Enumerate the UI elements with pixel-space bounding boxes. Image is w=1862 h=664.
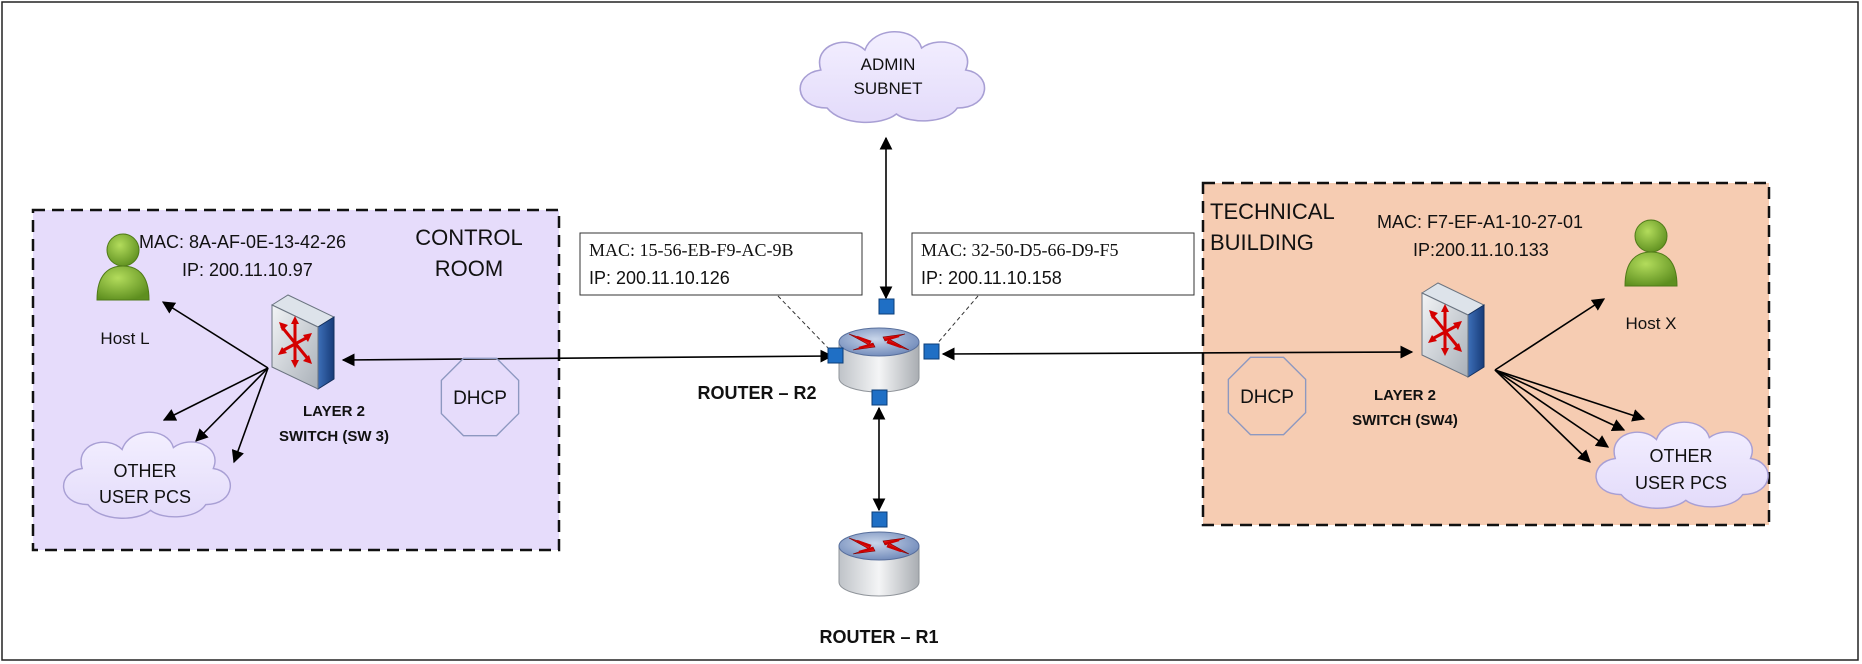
link-sw4-pc2 <box>1494 369 1626 431</box>
admin-subnet-label-2: SUBNET <box>854 79 923 98</box>
switch-sw3-label-1: LAYER 2 <box>303 403 365 420</box>
link-sw3-pc3 <box>231 367 269 464</box>
technical-other-pcs-label-2: USER PCS <box>1635 473 1727 493</box>
r2-left-interface-box <box>579 232 863 296</box>
router-r2 <box>837 326 921 394</box>
dhcp-sw4-label: DHCP <box>1240 387 1294 408</box>
technical-other-pcs-label-1: OTHER <box>1650 446 1713 466</box>
link-sw3-hostl <box>161 301 269 369</box>
switch-sw4-label-2: SWITCH (SW4) <box>1352 412 1458 429</box>
r2-right-ip: IP: 200.11.10.158 <box>921 268 1062 288</box>
r2-right-interface-box <box>911 232 1195 296</box>
switch-sw4-label-1: LAYER 2 <box>1374 387 1436 404</box>
link-r2-sw4 <box>941 345 1414 361</box>
r2-right-mac: MAC: 32-50-D5-66-D9-F5 <box>921 240 1119 260</box>
control-room-other-pcs-label-1: OTHER <box>114 461 177 481</box>
host-l-ip: IP: 200.11.10.97 <box>182 260 313 280</box>
host-l-mac: MAC: 8A-AF-0E-13-42-26 <box>139 232 346 252</box>
r2-port-left <box>827 347 844 364</box>
link-sw3-pc1 <box>162 367 269 421</box>
r1-port-top <box>871 511 888 528</box>
r2-port-right <box>923 343 940 360</box>
technical-building-label-2: BUILDING <box>1210 230 1314 255</box>
admin-subnet-cloud <box>799 30 986 124</box>
admin-subnet-label-1: ADMIN <box>861 55 916 74</box>
r2-port-top <box>878 298 895 315</box>
router-r1 <box>837 530 921 598</box>
switch-sw3-label-2: SWITCH (SW 3) <box>279 428 389 445</box>
connections <box>161 136 1646 512</box>
r2-port-bottom <box>871 389 888 406</box>
host-x-mac: MAC: F7-EF-A1-10-27-01 <box>1377 212 1583 232</box>
r2-left-mac: MAC: 15-56-EB-F9-AC-9B <box>589 240 794 260</box>
link-sw4-pc3 <box>1494 369 1610 448</box>
r2-left-ip: IP: 200.11.10.126 <box>589 268 730 288</box>
link-sw4-hostx <box>1494 298 1606 371</box>
link-sw4-pc4 <box>1494 369 1591 463</box>
router-r1-label: ROUTER – R1 <box>819 627 938 647</box>
host-x-label: Host X <box>1625 314 1676 333</box>
link-sw3-pc2 <box>195 367 269 442</box>
host-l-label: Host L <box>100 329 149 348</box>
router-r2-label: ROUTER – R2 <box>697 383 816 403</box>
control-room-other-pcs-label-2: USER PCS <box>99 487 191 507</box>
dhcp-sw3-label: DHCP <box>453 388 507 409</box>
link-sw3-r2 <box>341 349 834 367</box>
control-room-label-2: ROOM <box>435 256 503 281</box>
link-sw4-pc1 <box>1494 369 1646 422</box>
technical-building-label-1: TECHNICAL <box>1210 199 1335 224</box>
host-x-ip: IP:200.11.10.133 <box>1413 240 1549 260</box>
control-room-label-1: CONTROL <box>415 225 523 250</box>
callout-leader-left <box>777 295 831 351</box>
callout-leader-right <box>935 295 979 346</box>
router-r2-ports <box>827 298 940 406</box>
